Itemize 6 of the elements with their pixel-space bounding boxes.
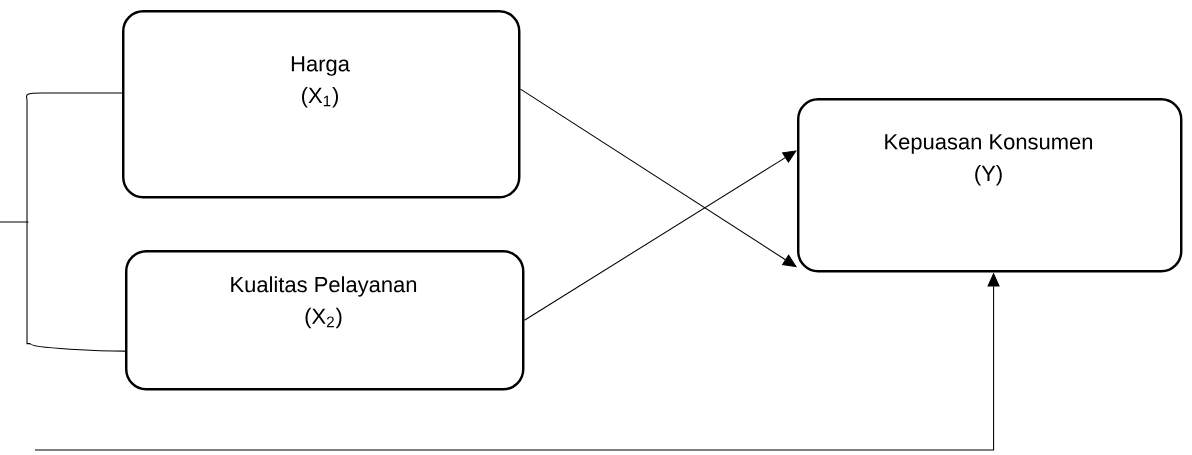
- rounded-box: Kepuasan Konsumen (Y): [797, 98, 1183, 273]
- rounded-box: Kualitas Pelayanan (X$_{2}$): [125, 250, 525, 391]
- arrow: [523, 150, 797, 321]
- bracket-line: [0, 92, 126, 352]
- arrow: [519, 88, 797, 268]
- rounded-box: Harga (X$_{1}$): [122, 10, 521, 199]
